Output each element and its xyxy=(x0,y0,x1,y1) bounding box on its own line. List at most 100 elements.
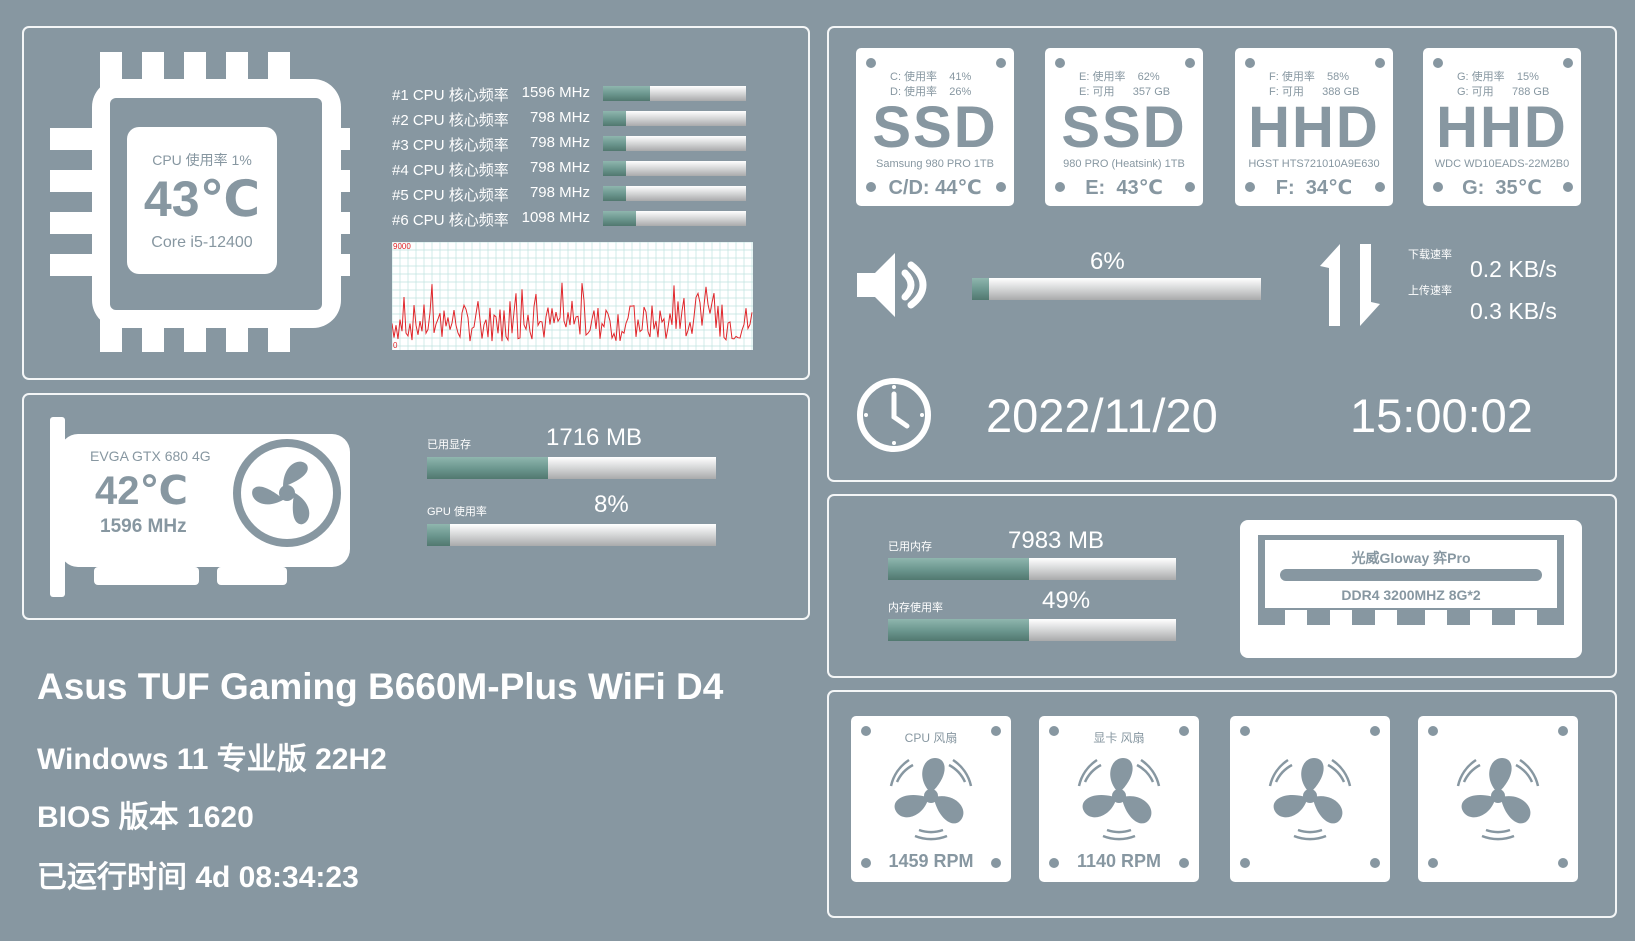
screw-dot xyxy=(1240,726,1250,736)
screw-dot xyxy=(1428,858,1438,868)
screw-dot xyxy=(1185,58,1195,68)
upload-value: 0.3 KB/s xyxy=(1470,298,1557,324)
cpu-temperature: 43℃ xyxy=(143,171,261,227)
memory-used-value: 7983 MB xyxy=(1008,527,1105,554)
screw-dot xyxy=(1179,858,1189,868)
fan-label: 显卡 风扇 xyxy=(1093,731,1145,745)
graph-min-label: 0 xyxy=(393,341,398,350)
fan-card: 显卡 风扇 1140 RPM xyxy=(1039,716,1199,882)
memory-used-bar xyxy=(888,558,1176,580)
os-version: Windows 11 专业版 22H2 xyxy=(37,743,387,776)
drive-temperature: E: 43℃ xyxy=(1085,177,1163,199)
screw-dot xyxy=(996,58,1006,68)
cpu-core-label: #4 CPU 核心频率 xyxy=(392,162,509,179)
gpu-usage-bar xyxy=(427,524,716,546)
cpu-core-label: #1 CPU 核心频率 xyxy=(392,87,509,104)
graph-max-label: 9000 xyxy=(393,242,411,251)
screw-dot xyxy=(1370,858,1380,868)
memory-panel xyxy=(827,494,1617,678)
fan-card xyxy=(1230,716,1390,882)
screw-dot xyxy=(1558,726,1568,736)
drive-model: WDC WD10EADS-22M2B0 xyxy=(1434,158,1570,170)
screw-dot xyxy=(1055,182,1065,192)
motherboard-name: Asus TUF Gaming B660M-Plus WiFi D4 xyxy=(37,666,724,707)
drive-type: HHD xyxy=(1248,95,1380,160)
drive-temperature: F: 34℃ xyxy=(1275,177,1353,199)
uptime: 已运行时间 4d 08:34:23 xyxy=(37,861,359,894)
memory-usage-value: 49% xyxy=(1042,587,1091,614)
screw-dot xyxy=(991,858,1001,868)
cpu-history-graph: 9000 0 xyxy=(391,241,753,350)
drive-usage-line: G: 使用率 15% xyxy=(1457,71,1539,83)
cpu-core-label: #3 CPU 核心频率 xyxy=(392,137,509,154)
drive-usage-line: E: 使用率 62% xyxy=(1079,71,1160,83)
screw-dot xyxy=(1370,726,1380,736)
drive-type: HHD xyxy=(1436,95,1568,160)
memory-used-label: 已用内存 xyxy=(888,541,932,553)
cpu-chip-icon xyxy=(50,52,350,352)
gpu-clock: 1596 MHz xyxy=(100,516,187,537)
bios-version: BIOS 版本 1620 xyxy=(37,801,254,834)
screw-dot xyxy=(1240,858,1250,868)
fan-icon xyxy=(1077,758,1161,841)
time-display: 15:00:02 xyxy=(1350,389,1533,442)
cpu-panel xyxy=(22,26,810,380)
fan-icon xyxy=(1456,758,1540,841)
screw-dot xyxy=(1049,726,1059,736)
ram-spec: DDR4 3200MHZ 8G*2 xyxy=(1341,587,1481,603)
fan-label: CPU 风扇 xyxy=(904,731,958,745)
cpu-core-label: #6 CPU 核心频率 xyxy=(392,212,509,229)
ram-module-icon xyxy=(1240,520,1582,658)
fan-card xyxy=(1418,716,1578,882)
drive-model: HGST HTS721010A9E630 xyxy=(1248,158,1380,170)
screw-dot xyxy=(861,858,871,868)
date-display: 2022/11/20 xyxy=(986,389,1218,442)
vram-value: 1716 MB xyxy=(546,424,643,451)
memory-usage-bar xyxy=(888,619,1176,641)
cpu-core-frequency: 1596 MHz xyxy=(521,84,590,101)
volume-bar[interactable] xyxy=(972,278,1261,300)
cpu-core-bar xyxy=(603,111,746,126)
drive-model: 980 PRO (Heatsink) 1TB xyxy=(1063,158,1185,170)
screw-dot xyxy=(1179,726,1189,736)
screw-dot xyxy=(866,182,876,192)
cpu-core-label: #5 CPU 核心频率 xyxy=(392,187,509,204)
gpu-model: EVGA GTX 680 4G xyxy=(90,448,211,464)
screw-dot xyxy=(996,182,1006,192)
drive-usage-line: F: 可用 388 GB xyxy=(1269,86,1360,98)
clock-icon xyxy=(857,378,931,452)
download-value: 0.2 KB/s xyxy=(1470,256,1557,282)
drive-usage-line: D: 使用率 26% xyxy=(890,86,972,98)
speaker-icon xyxy=(857,253,927,317)
vram-label: 已用显存 xyxy=(427,439,471,451)
storage-panel xyxy=(827,26,1617,482)
screw-dot xyxy=(866,58,876,68)
screw-dot xyxy=(861,726,871,736)
drive-type: SSD xyxy=(872,95,998,160)
network-arrows-icon xyxy=(1320,244,1380,326)
upload-label: 上传速率 xyxy=(1408,285,1452,297)
screw-dot xyxy=(1185,182,1195,192)
drive-temperature: C/D: 44℃ xyxy=(888,177,982,199)
drive-usage-line: E: 可用 357 GB xyxy=(1079,86,1171,98)
drive-model: Samsung 980 PRO 1TB xyxy=(875,158,994,170)
screw-dot xyxy=(1245,182,1255,192)
drive-usage-line: F: 使用率 58% xyxy=(1269,71,1350,83)
cpu-core-frequency: 798 MHz xyxy=(529,109,590,126)
fans-panel xyxy=(827,690,1617,918)
ram-brand: 光威Gloway 弈Pro xyxy=(1351,550,1471,566)
graphics-card-icon xyxy=(50,417,350,597)
cpu-core-label: #2 CPU 核心频率 xyxy=(392,112,509,129)
vram-bar xyxy=(427,457,716,479)
fan-rpm: 1140 RPM xyxy=(1076,851,1162,871)
cpu-usage-label: CPU 使用率 1% xyxy=(152,152,252,168)
gpu-usage-label: GPU 使用率 xyxy=(427,506,487,518)
fan-rpm: 1459 RPM xyxy=(888,851,974,871)
screw-dot xyxy=(1245,58,1255,68)
cpu-core-bar xyxy=(603,211,746,226)
drive-usage-line: C: 使用率 41% xyxy=(890,71,972,83)
volume-value: 6% xyxy=(1090,248,1125,275)
